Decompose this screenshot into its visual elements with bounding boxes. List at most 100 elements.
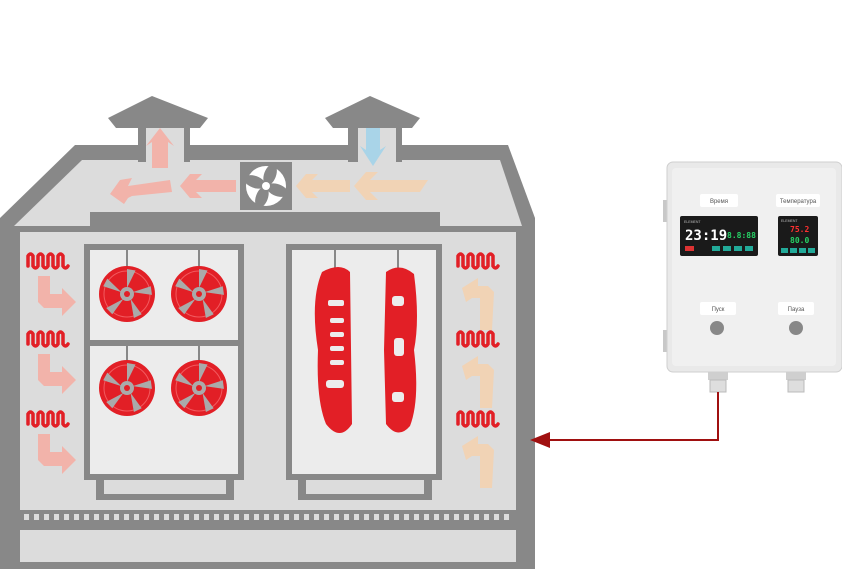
grating-tooth [424,514,429,520]
cable-gland [708,372,728,393]
grating-tooth [184,514,189,520]
grating-tooth [504,514,509,520]
wheel-rim-icon [99,360,155,416]
airflow-arrow-icon [38,276,76,316]
thermostat-brand: ELEMENT [781,219,798,223]
grating-tooth [44,514,49,520]
airflow-arrow-icon [38,434,76,474]
grating-tooth [374,514,379,520]
grating-tooth [224,514,229,520]
grating-tooth [274,514,279,520]
grating-tooth [144,514,149,520]
grating-tooth [444,514,449,520]
grating-tooth [134,514,139,520]
wheels [99,250,227,416]
grating-tooth [304,514,309,520]
airflow-arrow-icon [462,278,494,330]
grating-tooth [354,514,359,520]
grating-tooth [74,514,79,520]
airflow-top [110,128,428,204]
grating-tooth [154,514,159,520]
timer-brand: ELEMENT [684,220,701,224]
ceiling-baffle [90,212,440,226]
heater-coil-icon [456,330,500,348]
grating-tooth [394,514,399,520]
timer-controller: Время ELEMENT 23:19 8.8:88 [680,194,758,256]
heater-coil-icon [456,410,500,428]
grating-tooth [174,514,179,520]
timer-button[interactable] [734,246,742,251]
heater-coil-icon [26,330,70,348]
grating-tooth [84,514,89,520]
grating-tooth [124,514,129,520]
rack-right [286,244,442,500]
grating-tooth [474,514,479,520]
fan-icon [240,162,292,210]
airflow-arrow-icon [462,356,494,408]
timer-button[interactable] [745,246,753,251]
thermostat-button[interactable] [781,248,788,253]
bumper-icon [314,267,352,433]
timer-display-main: 23:19 [685,228,727,244]
pause-label: Пауза [788,307,805,313]
thermostat-display-top: 75.2 [790,225,809,234]
grating-teeth [24,514,509,520]
airflow-arrow-icon [296,174,350,198]
thermostat-controller: Температура ELEMENT 75.2 80.0 [776,194,820,256]
thermostat-button[interactable] [790,248,797,253]
grating-tooth [404,514,409,520]
wheel-rim-icon [171,266,227,322]
grating-tooth [24,514,29,520]
timer-display-secondary: 8.8:88 [727,231,756,240]
grating-tooth [94,514,99,520]
timer-label: Время [710,199,728,205]
airflow-arrow-icon [462,436,494,488]
grating-tooth [34,514,39,520]
grating-tooth [234,514,239,520]
airflow-arrow-icon [360,128,386,166]
grating-tooth [314,514,319,520]
grating-tooth [114,514,119,520]
grating-tooth [254,514,259,520]
grating-tooth [244,514,249,520]
grating-tooth [334,514,339,520]
grating-tooth [194,514,199,520]
airflow-arrow-icon [146,128,174,168]
grating-tooth [164,514,169,520]
timer-button[interactable] [685,246,694,251]
grating-tooth [284,514,289,520]
start-button[interactable] [710,321,724,335]
heater-coil-icon [26,410,70,428]
grating-tooth [294,514,299,520]
wheel-rim-icon [171,360,227,416]
grating-tooth [54,514,59,520]
grating-tooth [454,514,459,520]
grating-tooth [464,514,469,520]
thermostat-label: Температура [780,199,817,205]
grating-tooth [434,514,439,520]
heaters [26,252,500,488]
airflow-arrow-icon [354,172,428,200]
heater-coil-icon [456,252,500,270]
airflow-arrow-icon [110,178,172,204]
grating-tooth [104,514,109,520]
thermostat-display-bottom: 80.0 [790,236,809,245]
signal-cable [530,392,719,448]
grating-tooth [264,514,269,520]
grating-tooth [324,514,329,520]
grating-tooth [384,514,389,520]
thermostat-button[interactable] [808,248,815,253]
cable-gland [786,372,806,393]
timer-button[interactable] [723,246,731,251]
thermostat-button[interactable] [799,248,806,253]
grating-tooth [214,514,219,520]
wheel-rim-icon [99,266,155,322]
start-label: Пуск [712,307,725,313]
pause-button[interactable] [789,321,803,335]
grating-tooth [364,514,369,520]
grating-tooth [484,514,489,520]
grating-tooth [64,514,69,520]
timer-button[interactable] [712,246,720,251]
grating-tooth [414,514,419,520]
